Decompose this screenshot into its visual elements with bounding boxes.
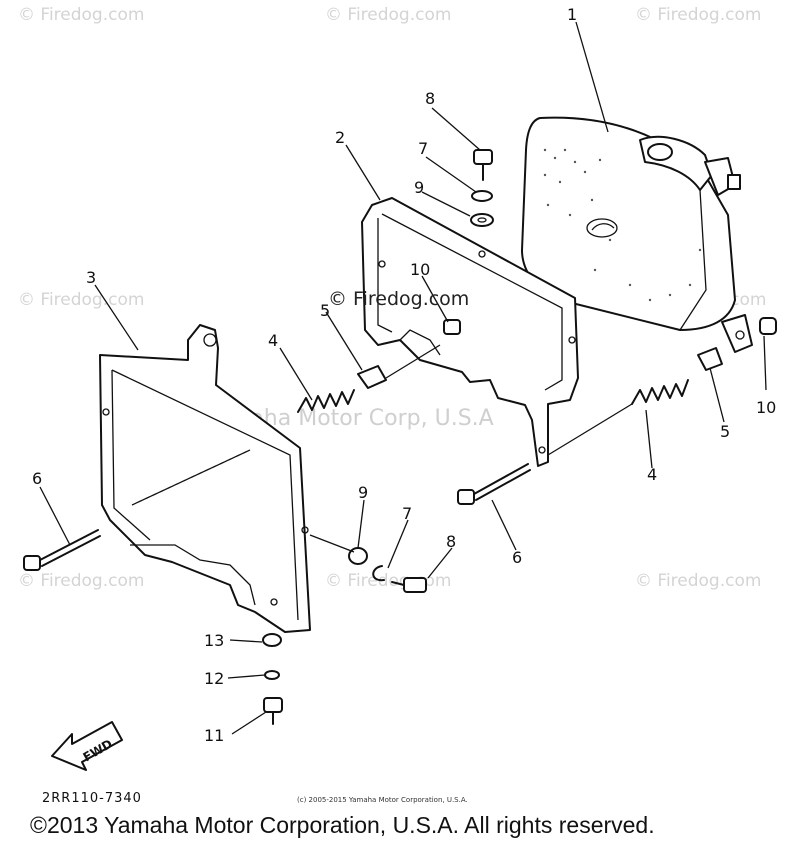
watermark-top-left: © Firedog.com xyxy=(18,5,144,25)
callout-8-top: 8 xyxy=(425,89,435,108)
watermark-top-right: © Firedog.com xyxy=(635,5,761,25)
leader-lines xyxy=(39,21,767,735)
fine-copyright: (c) 2005-2015 Yamaha Motor Corporation, … xyxy=(297,796,468,804)
part-outer-rim xyxy=(99,324,311,633)
callout-7-bottom: 7 xyxy=(402,504,412,523)
callout-9-top: 9 xyxy=(414,178,424,197)
callout-5-right: 5 xyxy=(720,422,730,441)
callout-9-bottom: 9 xyxy=(358,483,368,502)
callout-4-right: 4 xyxy=(647,465,657,484)
callout-numbers: 1 2 3 4 4 5 5 6 6 7 7 8 8 9 9 10 10 11 1… xyxy=(32,5,776,745)
callout-6-right: 6 xyxy=(512,548,522,567)
part-headlight-unit xyxy=(521,116,753,353)
callout-4-left: 4 xyxy=(268,331,278,350)
callout-6-left: 6 xyxy=(32,469,42,488)
callout-8-bottom: 8 xyxy=(446,532,456,551)
watermark-bottom-left: © Firedog.com xyxy=(18,571,144,591)
lens-texture xyxy=(543,148,702,302)
callout-10-left: 10 xyxy=(410,260,430,279)
callout-2: 2 xyxy=(335,128,345,147)
watermark-mid-left: © Firedog.com xyxy=(18,290,144,310)
watermark-center: © Firedog.com xyxy=(328,288,469,310)
callout-5-left: 5 xyxy=(320,301,330,320)
watermark-bottom-center: © Firedog.com xyxy=(325,571,451,591)
part-inner-bracket xyxy=(361,197,579,467)
watermark-bottom-right: © Firedog.com xyxy=(635,571,761,591)
callout-7-top: 7 xyxy=(418,139,428,158)
callout-13: 13 xyxy=(204,631,224,650)
callout-3: 3 xyxy=(86,268,96,287)
callout-1: 1 xyxy=(567,5,577,24)
copyright-notice: ©2013 Yamaha Motor Corporation, U.S.A. A… xyxy=(30,812,655,838)
fwd-arrow-icon: FWD xyxy=(51,721,123,771)
callout-12: 12 xyxy=(204,669,224,688)
callout-11: 11 xyxy=(204,726,224,745)
part-code: 2RR110-7340 xyxy=(42,791,142,806)
watermark-top-center: © Firedog.com xyxy=(325,5,451,25)
hardware xyxy=(23,149,777,725)
callout-10-right: 10 xyxy=(756,398,776,417)
